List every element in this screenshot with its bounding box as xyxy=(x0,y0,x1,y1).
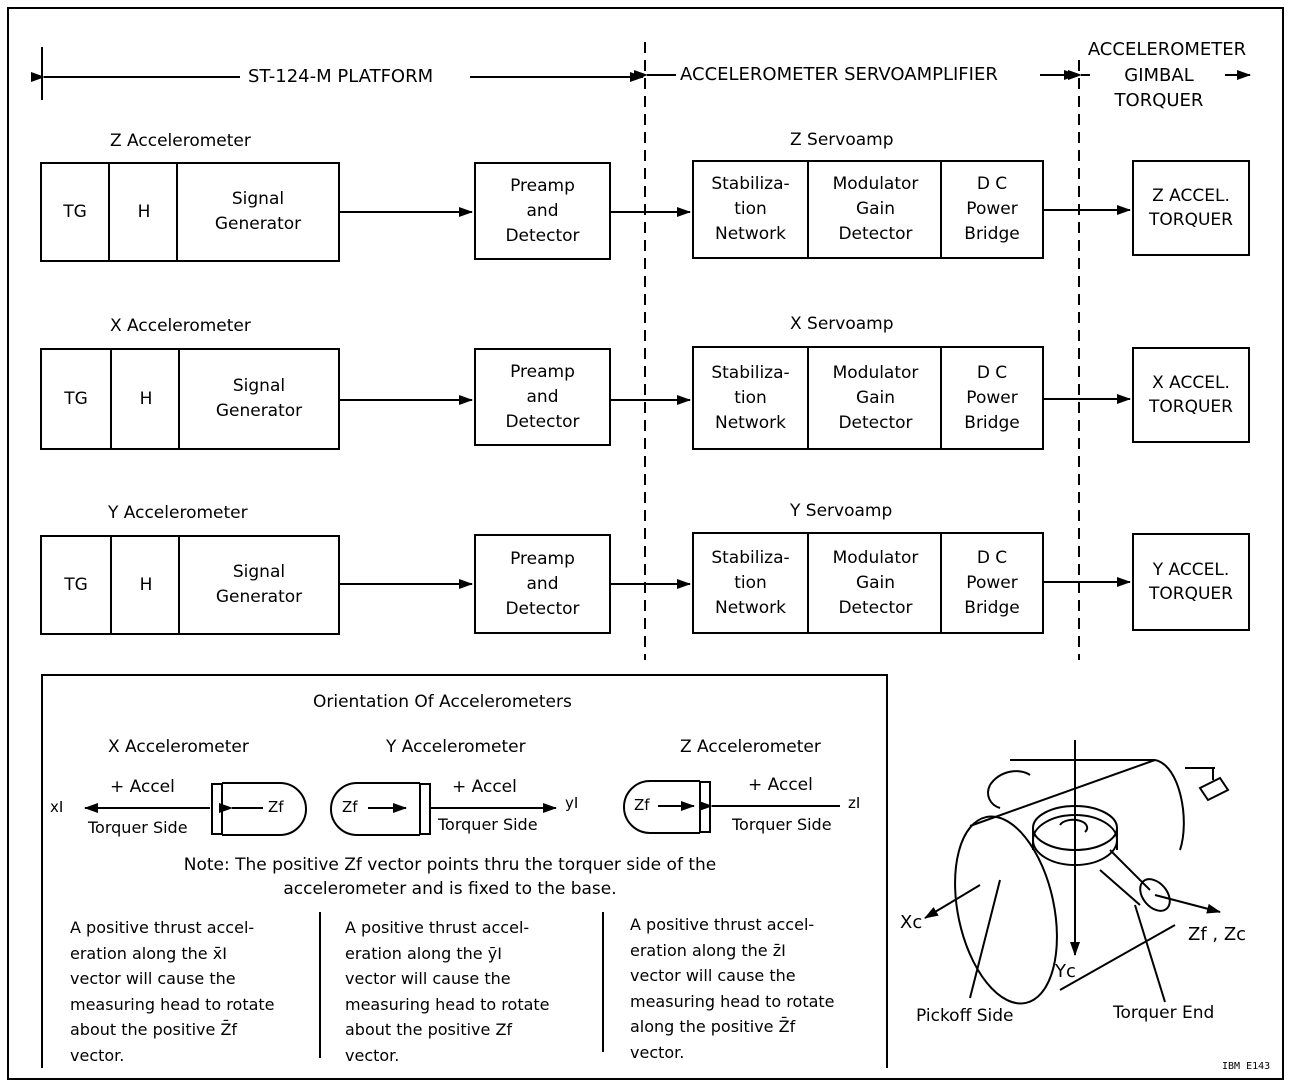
orientation-y-accel: + Accel xyxy=(452,777,517,797)
section-servoamplifier-label: ACCELEROMETER SERVOAMPLIFIER xyxy=(680,64,998,85)
servoamp-title-z: Z Servoamp xyxy=(790,130,894,150)
orientation-x-vector: Zf xyxy=(268,798,284,816)
orientation-x-accel: + Accel xyxy=(110,777,175,797)
orientation-paragraph-y: A positive thrust accel-eration along th… xyxy=(345,918,550,1065)
section-gimbal-torquer-line1: ACCELEROMETER xyxy=(1087,39,1247,60)
figure-id: IBM E143 xyxy=(1222,1061,1271,1072)
orientation-z-accel: + Accel xyxy=(748,775,813,795)
torquer-block-x: X ACCEL.TORQUER xyxy=(1132,347,1250,443)
torquer-block-z: Z ACCEL.TORQUER xyxy=(1132,160,1250,256)
servoamp-title-x: X Servoamp xyxy=(790,314,894,334)
orientation-y-title: Y Accelerometer xyxy=(386,737,526,757)
gimbal-zfzc-label: Zf , Zc xyxy=(1188,924,1247,945)
diagram-frame xyxy=(7,7,1284,1080)
accelerometer-title-y: Y Accelerometer xyxy=(108,503,248,523)
orientation-y-axis: yI xyxy=(565,794,579,812)
section-platform-label: ST-124-M PLATFORM xyxy=(248,66,434,87)
orientation-note: Note: The positive Zf vector points thru… xyxy=(183,855,717,899)
accelerometer-title-x: X Accelerometer xyxy=(110,316,251,336)
orientation-x-title: X Accelerometer xyxy=(108,737,249,757)
tg-cell: TG xyxy=(64,388,88,409)
orientation-y-vector: Zf xyxy=(342,798,358,816)
orientation-z-side: Torquer Side xyxy=(732,815,832,834)
section-gimbal-torquer-line3: TORQUER xyxy=(1114,90,1204,111)
orientation-paragraph-x: A positive thrust accel-eration along th… xyxy=(70,918,275,1065)
orientation-x-side: Torquer Side xyxy=(88,818,188,837)
h-cell: H xyxy=(110,537,180,633)
tg-cell: TG xyxy=(64,574,88,595)
gimbal-xc-label: Xc xyxy=(900,912,923,933)
section-gimbal-torquer-line2: GIMBAL xyxy=(1124,65,1194,86)
h-cell: H xyxy=(110,350,180,448)
gimbal-torquer-end-label: Torquer End xyxy=(1113,1003,1215,1023)
orientation-y-side: Torquer Side xyxy=(438,815,538,834)
accelerometer-title-z: Z Accelerometer xyxy=(110,131,251,151)
orientation-z-title: Z Accelerometer xyxy=(680,737,821,757)
servoamp-title-y: Y Servoamp xyxy=(790,501,893,521)
tg-cell: TG xyxy=(63,201,87,222)
orientation-x-axis: xI xyxy=(50,798,64,816)
orientation-z-axis: zI xyxy=(848,794,861,812)
orientation-paragraph-z: A positive thrust accel-eration along th… xyxy=(630,915,835,1062)
gimbal-yc-label: Yc xyxy=(1055,961,1076,982)
h-cell: H xyxy=(108,164,178,260)
torquer-block-y: Y ACCEL.TORQUER xyxy=(1132,533,1250,631)
gimbal-pickoff-label: Pickoff Side xyxy=(916,1006,1014,1026)
orientation-z-vector: Zf xyxy=(634,796,650,814)
orientation-title: Orientation Of Accelerometers xyxy=(313,692,572,712)
